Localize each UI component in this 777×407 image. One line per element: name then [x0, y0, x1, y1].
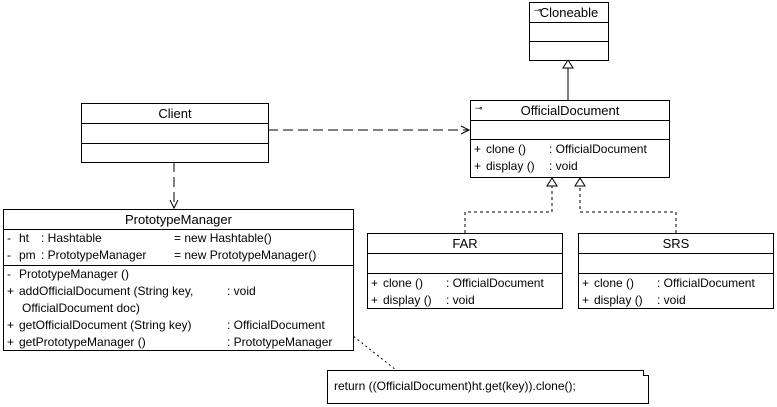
text-label: display () — [383, 293, 432, 307]
code-note[interactable]: return ((OfficialDocument)ht.get(key)).c… — [327, 370, 649, 404]
operation-row: -PrototypeManager () — [7, 266, 350, 283]
text-label: addOfficialDocument (String key, — [19, 284, 194, 298]
text-label: : void — [549, 159, 578, 173]
operation-row: + clone () : OfficialDocument — [474, 141, 666, 158]
operation-row: + clone () : OfficialDocument — [582, 275, 770, 292]
text-label: + — [582, 293, 590, 307]
text-label: + — [582, 276, 590, 290]
text-label: OfficialDocument doc) — [22, 301, 140, 315]
class-far[interactable]: FAR + clone () : OfficialDocument + display… — [367, 233, 563, 309]
class-name: OfficialDocument — [520, 103, 620, 118]
class-cloneable[interactable]: ⊸Cloneable — [529, 2, 609, 61]
operation-row: + getOfficialDocument (String key) : Offic… — [7, 317, 350, 334]
open-arrowhead — [460, 125, 471, 135]
text-label: : void — [657, 293, 686, 307]
text-label: + — [371, 293, 379, 307]
text-label: PrototypeManager () — [19, 267, 130, 281]
generalization-srs-to-official — [579, 186, 677, 233]
text-label: = new PrototypeManager() — [174, 248, 317, 262]
class-name: Client — [158, 106, 192, 121]
interface-icon: ⊸ — [534, 5, 542, 15]
class-name: SRS — [662, 236, 690, 251]
note-text: return ((OfficialDocument)ht.get(key)).c… — [334, 379, 576, 393]
class-client[interactable]: Client — [81, 103, 269, 163]
hollow-arrowhead — [562, 59, 574, 69]
class-name: FAR — [452, 236, 478, 251]
open-arrowhead — [169, 199, 179, 210]
text-label: - — [7, 248, 11, 262]
text-label: display () — [486, 159, 535, 173]
text-label: : Hashtable — [41, 231, 102, 245]
operation-row: OfficialDocument doc) — [7, 300, 350, 317]
hollow-arrowhead — [546, 177, 558, 187]
text-label: + — [7, 318, 15, 332]
note-link — [337, 323, 397, 371]
attribute-row: -ht : Hashtable = new Hashtable() — [7, 230, 350, 247]
operation-row: + display () : void — [474, 158, 666, 175]
text-label: display () — [594, 293, 643, 307]
text-label: clone () — [383, 276, 424, 290]
text-label: = new Hashtable() — [174, 231, 272, 245]
operation-row: + clone () : OfficialDocument — [371, 275, 559, 292]
class-prototype-manager[interactable]: PrototypeManager -ht: Hashtable= new Has… — [3, 209, 354, 351]
operation-row: + display () : void — [582, 292, 770, 309]
text-label: : OfficialDocument — [549, 142, 647, 156]
text-label: clone () — [594, 276, 635, 290]
text-label: : void — [227, 284, 256, 298]
class-name: PrototypeManager — [125, 212, 232, 227]
text-label: + — [371, 276, 379, 290]
generalization-far-to-official — [464, 186, 553, 233]
text-label: + — [7, 284, 15, 298]
text-label: : OfficialDocument — [227, 318, 325, 332]
interface-icon: ⊸ — [475, 103, 483, 113]
text-label: pm — [19, 248, 36, 262]
text-label: - — [7, 231, 11, 245]
class-srs[interactable]: SRS + clone () : OfficialDocument + display… — [578, 233, 774, 309]
text-label: : OfficialDocument — [446, 276, 544, 290]
text-label: + — [7, 335, 15, 349]
text-label: : PrototypeManager — [41, 248, 147, 262]
hollow-arrowhead — [574, 177, 586, 187]
class-name: Cloneable — [539, 5, 599, 20]
text-label: getOfficialDocument (String key) — [19, 318, 192, 332]
text-label: getPrototypeManager () — [19, 335, 146, 349]
text-label: : void — [446, 293, 475, 307]
text-label: ht — [19, 231, 30, 245]
operation-row: + getPrototypeManager () : PrototypeManage… — [7, 334, 350, 351]
text-label: : OfficialDocument — [657, 276, 755, 290]
text-label: + — [474, 159, 482, 173]
text-label: : PrototypeManager — [227, 335, 333, 349]
operation-row: + addOfficialDocument (String key, : void — [7, 283, 350, 300]
text-label: clone () — [486, 142, 527, 156]
class-official-document[interactable]: ⊸ OfficialDocument + clone () : OfficialDoc… — [470, 100, 670, 178]
operation-row: + display () : void — [371, 292, 559, 309]
text-label: + — [474, 142, 482, 156]
attribute-row: -pm : PrototypeManager = new PrototypeMana… — [7, 247, 350, 264]
text-label: - — [7, 267, 11, 281]
text-label — [7, 300, 22, 317]
